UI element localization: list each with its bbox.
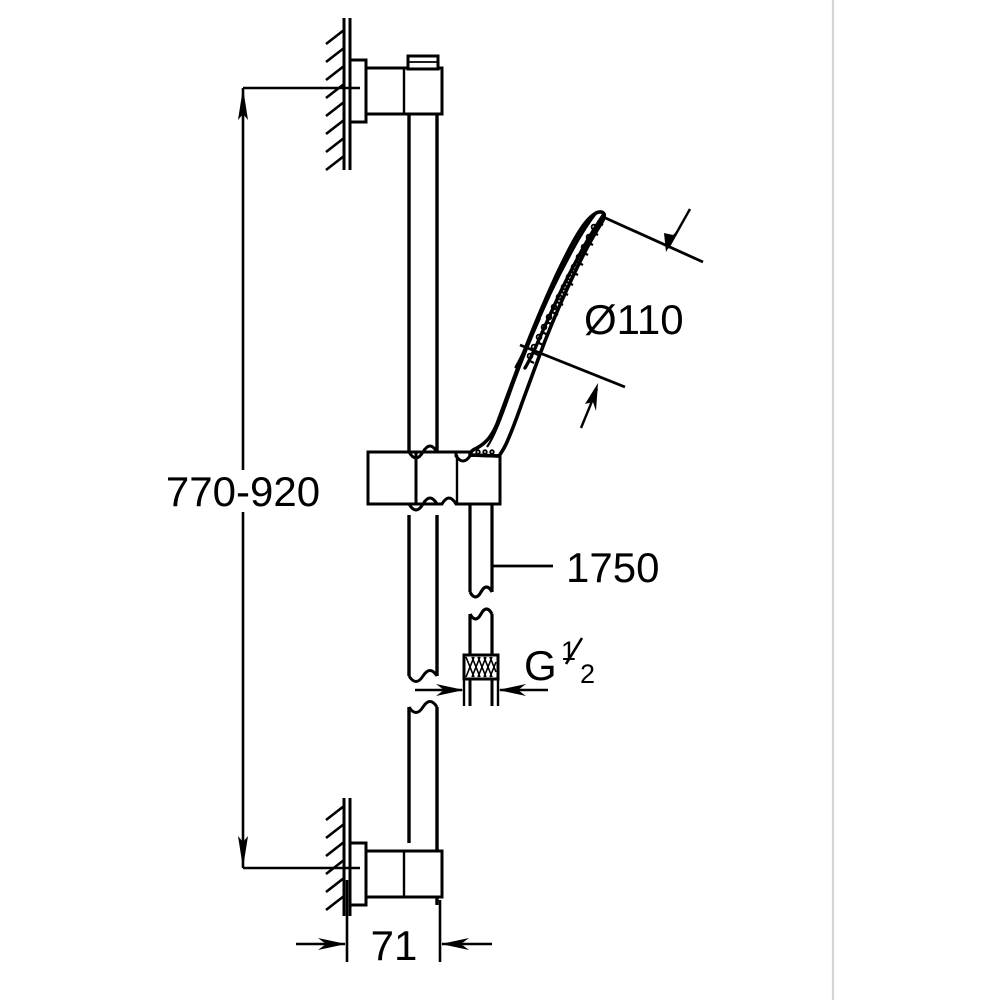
shower-rail [407, 113, 439, 905]
label-thread-denominator: 2 [580, 659, 595, 689]
shower-hose [468, 504, 494, 655]
dimension-spray-diameter: Ø110 [519, 208, 704, 429]
dimension-wall-distance: 71 [296, 880, 492, 969]
label-thread-size-prefix: G [524, 642, 557, 689]
label-spray-diameter: Ø110 [584, 296, 684, 343]
upper-bracket [348, 54, 444, 124]
label-hose-length: 1750 [566, 544, 659, 591]
label-height-range: 770-920 [166, 468, 320, 515]
dimension-hose-length: 1750 [492, 544, 659, 591]
dimension-thread-size: G 1 2 [415, 636, 595, 706]
dimension-height-range: 770-920 [166, 86, 360, 870]
hand-shower [468, 210, 607, 458]
lower-bracket [348, 841, 444, 907]
label-thread-numerator: 1 [561, 636, 576, 666]
hose-nut [462, 653, 500, 706]
slider-holder [366, 444, 502, 512]
wall-upper [325, 18, 352, 172]
label-wall-distance: 71 [371, 922, 418, 969]
